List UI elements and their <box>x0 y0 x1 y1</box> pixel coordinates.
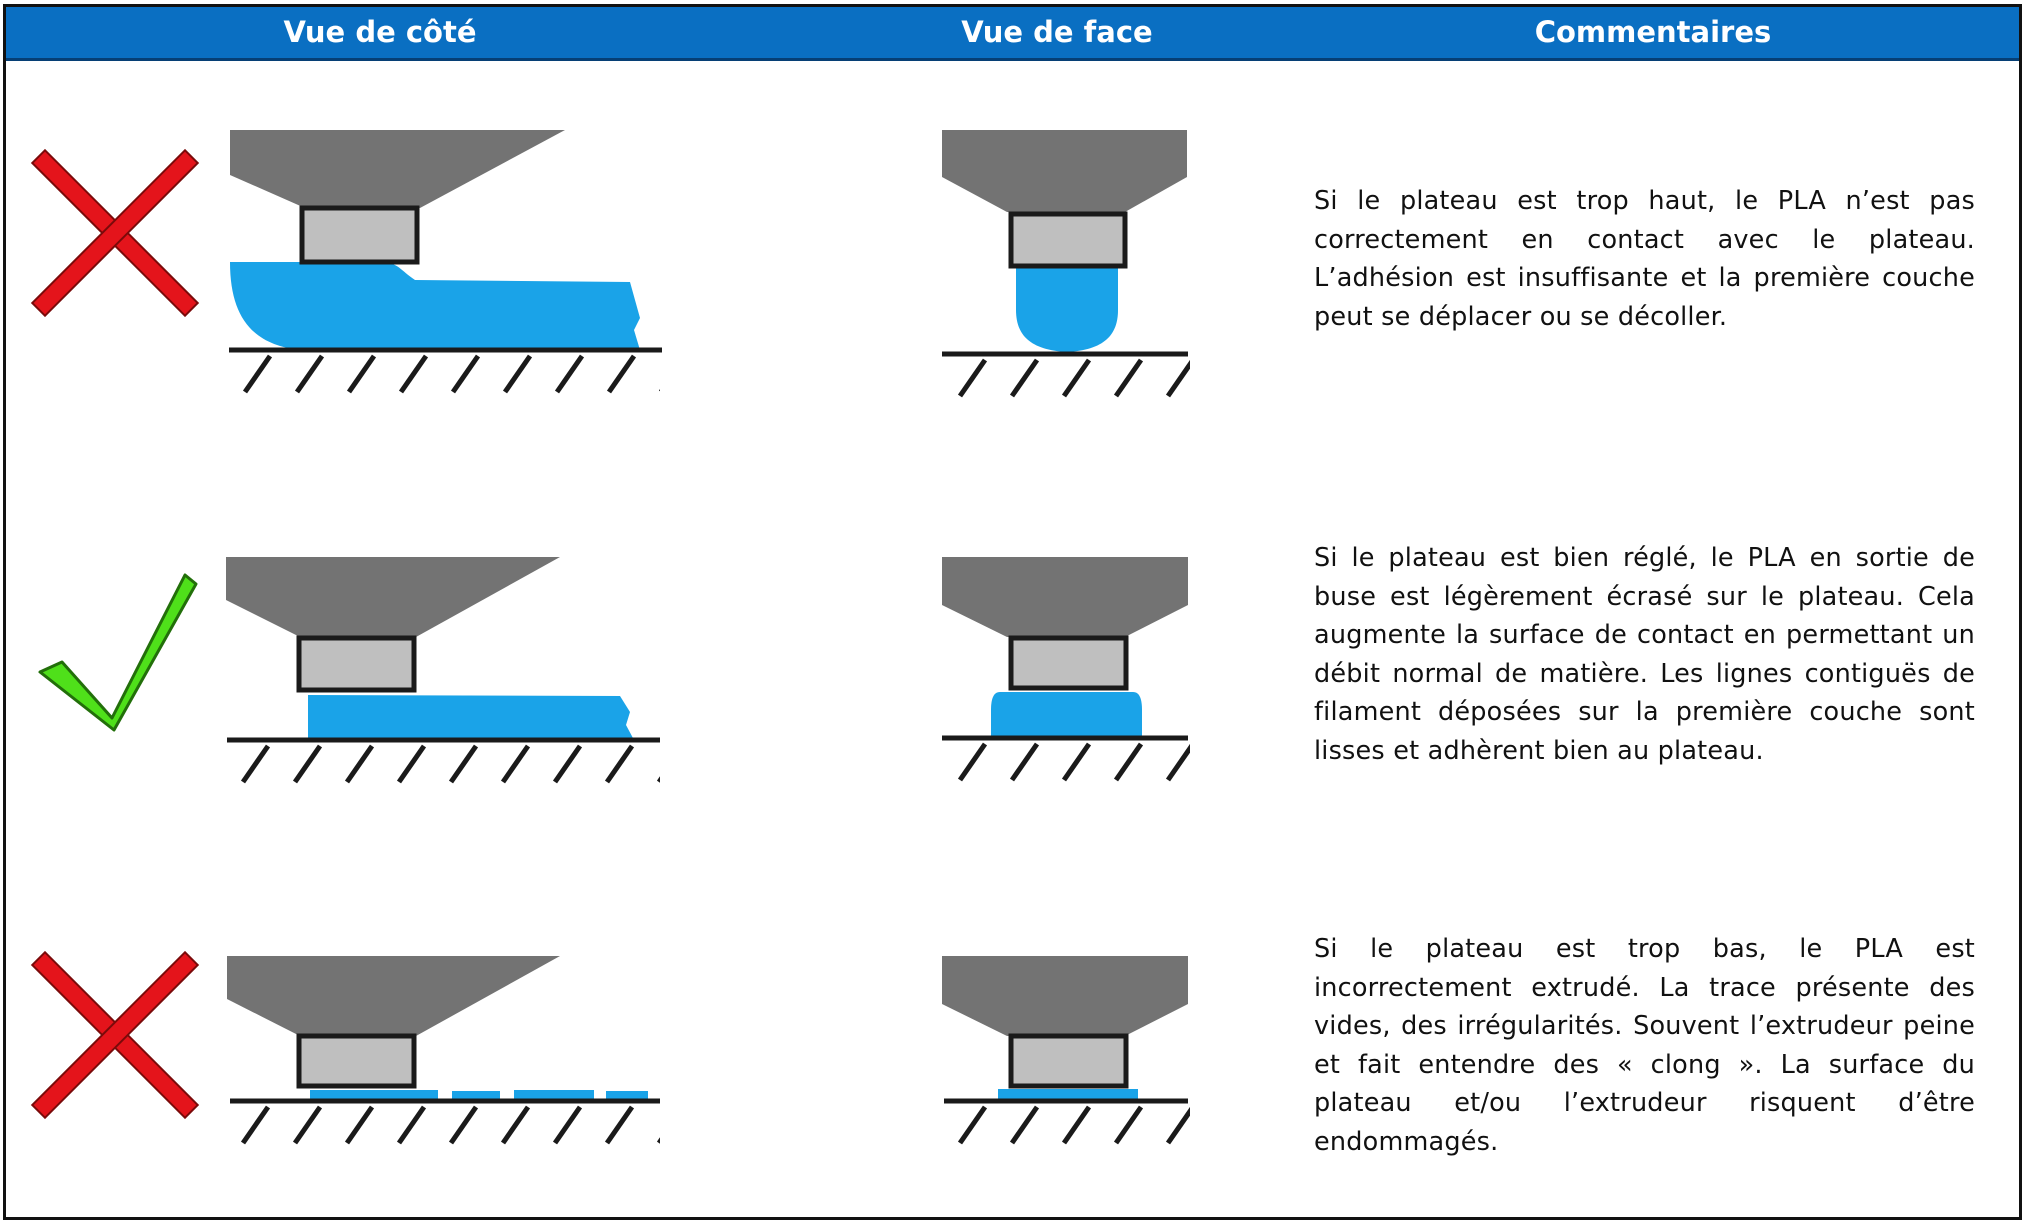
header-side-view: Vue de côté <box>283 15 477 49</box>
red-cross-icon <box>30 950 200 1120</box>
side-view-illustration <box>229 130 662 394</box>
red-cross-icon <box>30 148 200 318</box>
row-too-high <box>30 130 1190 398</box>
front-view-illustration <box>942 956 1190 1145</box>
front-view-illustration <box>942 130 1190 398</box>
header-front-view: Vue de face <box>961 15 1153 49</box>
table-border <box>3 4 2022 1220</box>
side-view-illustration <box>227 956 660 1145</box>
comment-too-low: Si le plateau est trop bas, le PLA est i… <box>1314 934 1975 1157</box>
front-view-illustration <box>942 557 1190 782</box>
green-check-icon <box>38 573 198 732</box>
comment-well-adjusted: Si le plateau est bien réglé, le PLA en … <box>1314 543 1975 766</box>
row-too-low <box>30 950 1190 1145</box>
header-comments: Commentaires <box>1534 15 1772 49</box>
table-header: Vue de côté Vue de face Commentaires <box>3 4 2022 61</box>
side-view-illustration <box>226 557 660 784</box>
row-well-adjusted <box>38 557 1190 784</box>
comment-too-high: Si le plateau est trop haut, le PLA n’es… <box>1314 186 1975 332</box>
